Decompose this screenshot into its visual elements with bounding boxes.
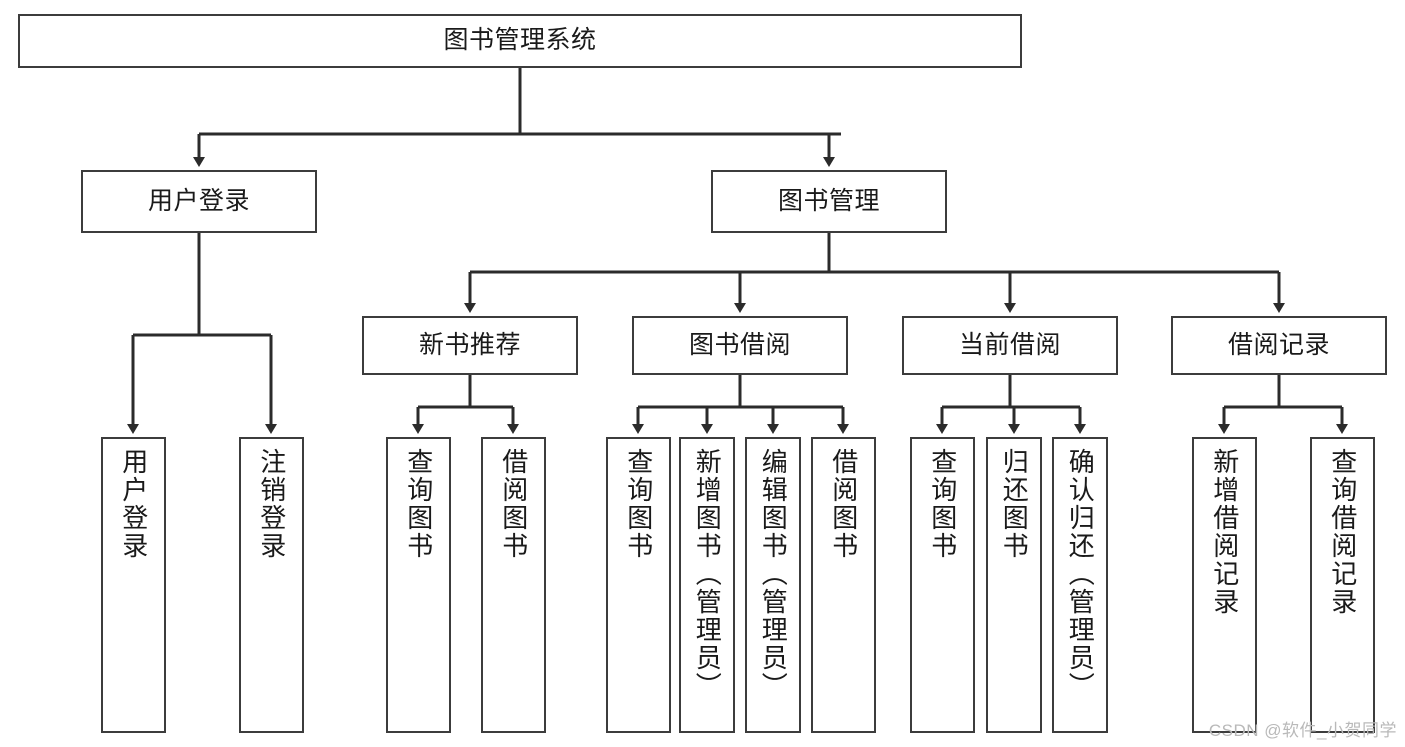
node-current-borrow-label: 当前借阅 <box>958 330 1061 359</box>
node-book-manage-label: 图书管理 <box>777 186 880 215</box>
node-new-book-rec[interactable]: 新书推荐 <box>362 316 578 375</box>
node-user-login[interactable]: 用户登录 <box>81 170 317 233</box>
node-leaf-query-book-3[interactable]: 查询图书 <box>910 437 975 733</box>
node-leaf-user-login-label: 用户登录 <box>118 448 149 560</box>
watermark-text: CSDN @软件_小贺同学 <box>1208 721 1397 740</box>
node-leaf-logout-label: 注销登录 <box>256 448 287 560</box>
node-book-borrow-label: 图书借阅 <box>688 330 791 359</box>
node-borrow-record-label: 借阅记录 <box>1227 330 1330 359</box>
node-leaf-return-book[interactable]: 归还图书 <box>986 437 1042 733</box>
node-leaf-query-book-2[interactable]: 查询图书 <box>606 437 671 733</box>
node-leaf-query-book-1-label: 查询图书 <box>403 448 434 560</box>
node-root-label: 图书管理系统 <box>443 26 597 55</box>
node-leaf-query-record[interactable]: 查询借阅记录 <box>1310 437 1375 733</box>
node-book-borrow[interactable]: 图书借阅 <box>632 316 848 375</box>
node-leaf-user-login[interactable]: 用户登录 <box>101 437 166 733</box>
node-leaf-query-record-label: 查询借阅记录 <box>1327 448 1358 616</box>
node-leaf-return-book-label: 归还图书 <box>999 448 1030 560</box>
node-leaf-query-book-1[interactable]: 查询图书 <box>386 437 451 733</box>
node-leaf-add-book-label: 新增图书（管理员） <box>692 448 723 700</box>
node-leaf-edit-book-label: 编辑图书（管理员） <box>758 448 789 700</box>
node-current-borrow[interactable]: 当前借阅 <box>902 316 1118 375</box>
node-new-book-rec-label: 新书推荐 <box>418 330 521 359</box>
node-leaf-query-book-2-label: 查询图书 <box>623 448 654 560</box>
node-leaf-query-book-3-label: 查询图书 <box>927 448 958 560</box>
node-leaf-add-record[interactable]: 新增借阅记录 <box>1192 437 1257 733</box>
node-user-login-label: 用户登录 <box>147 186 250 215</box>
node-leaf-edit-book[interactable]: 编辑图书（管理员） <box>745 437 801 733</box>
node-leaf-borrow-book-2[interactable]: 借阅图书 <box>811 437 876 733</box>
node-leaf-borrow-book-1[interactable]: 借阅图书 <box>481 437 546 733</box>
node-root[interactable]: 图书管理系统 <box>18 14 1022 68</box>
node-leaf-confirm-return[interactable]: 确认归还（管理员） <box>1052 437 1108 733</box>
node-leaf-add-book[interactable]: 新增图书（管理员） <box>679 437 735 733</box>
node-leaf-add-record-label: 新增借阅记录 <box>1209 448 1240 616</box>
node-leaf-borrow-book-2-label: 借阅图书 <box>828 448 859 560</box>
node-book-manage[interactable]: 图书管理 <box>711 170 947 233</box>
node-leaf-logout[interactable]: 注销登录 <box>239 437 304 733</box>
node-leaf-borrow-book-1-label: 借阅图书 <box>498 448 529 560</box>
node-borrow-record[interactable]: 借阅记录 <box>1171 316 1387 375</box>
node-leaf-confirm-return-label: 确认归还（管理员） <box>1065 448 1096 700</box>
